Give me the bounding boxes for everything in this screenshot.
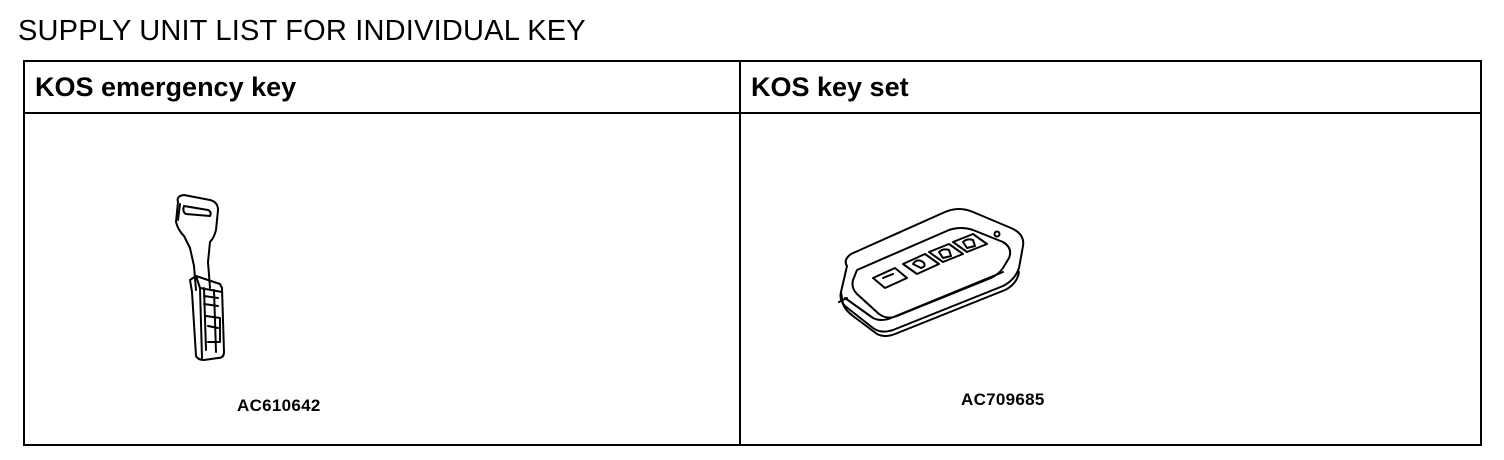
- key-set-cell: AC709685: [739, 112, 1482, 446]
- table-header-row: KOS emergency key KOS key set: [23, 60, 1482, 114]
- figure-code-key-set: AC709685: [961, 390, 1045, 409]
- page-title: SUPPLY UNIT LIST FOR INDIVIDUAL KEY: [18, 15, 586, 47]
- table-row: AC610642: [23, 112, 1482, 446]
- key-fob-icon: [838, 208, 1025, 337]
- figure-code-emergency-key: AC610642: [237, 396, 321, 415]
- supply-unit-table: KOS emergency key KOS key set: [23, 60, 1482, 446]
- emergency-key-cell: AC610642: [23, 112, 741, 446]
- column-header-key-set: KOS key set: [739, 60, 1482, 114]
- emergency-key-icon: [175, 194, 225, 361]
- column-header-emergency-key: KOS emergency key: [23, 60, 741, 114]
